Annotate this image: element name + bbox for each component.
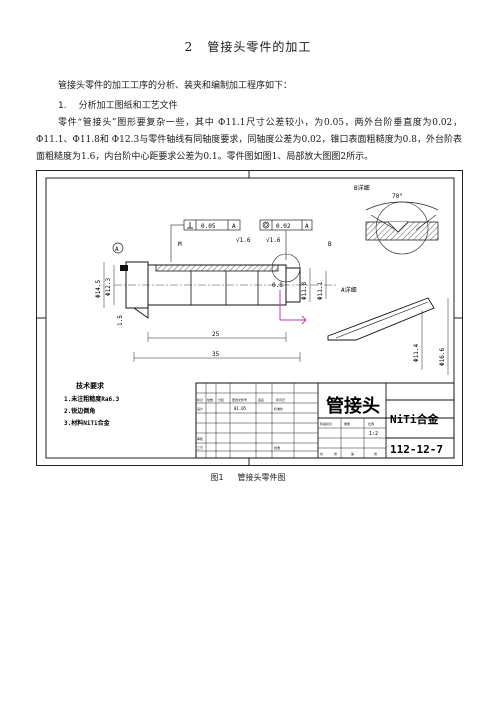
tol-perp-datum: A [232, 223, 236, 230]
tb-label-sheet: 张 [374, 451, 377, 456]
datum-a-letter: A [115, 246, 119, 253]
tb-label-sheets: 张 [334, 451, 337, 456]
tol-perp-value: 0.05 [201, 223, 216, 230]
engineering-drawing: B详细 70° 0.05 A 0.02 A A M B √1.6 √1.6 [36, 170, 463, 466]
dim-small: 1.5 [117, 315, 124, 326]
tb-label-total: 共 [320, 451, 323, 456]
perpendicularity-frame: 0.05 A [183, 219, 241, 231]
part-main-view: 0.8 [114, 253, 336, 325]
tb-label-marker: 标记 [197, 397, 203, 402]
label-m: M [178, 241, 182, 248]
section-number: 1. [58, 101, 67, 111]
tb-label-date: 年月日 [276, 397, 285, 402]
heading-title: 管接头零件的加工 [207, 40, 312, 54]
figure-title: 管接头零件图 [237, 473, 286, 482]
dim-detail-2: Φ16.6 [439, 348, 446, 366]
dim-right-2: Φ11.1 [317, 282, 324, 300]
tb-label-weight: 重量 [344, 421, 350, 426]
intro-text: 管接头零件的加工工序的分析、装夹和编制加工程序如下： [58, 81, 293, 91]
tb-label-review: 审核 [197, 436, 203, 441]
tb-label-no: 第 [351, 451, 354, 456]
tech-req-2: 2.锐边倒角 [64, 407, 95, 415]
tb-design-date: 01.05 [234, 406, 247, 411]
tb-label-design: 设计 [197, 406, 203, 411]
title-block [195, 382, 455, 459]
tb-label-approve: 批准 [274, 445, 280, 450]
tb-material: NiTi合金 [390, 412, 439, 426]
tb-label-process: 工艺 [197, 445, 203, 450]
coaxiality-frame: 0.02 A [259, 219, 313, 231]
tech-req-3: 3.材料NiTi合金 [64, 419, 111, 427]
tol-coax-value: 0.02 [276, 223, 291, 230]
tb-label-scale: 比例 [368, 421, 374, 426]
tb-label-zone: 分区 [218, 397, 224, 402]
detail-b-label: B详细 [354, 184, 370, 192]
label-b: B [328, 241, 332, 248]
figure-caption: 图1 管接头零件图 [0, 472, 496, 483]
tb-label-sign: 签名 [258, 397, 264, 402]
section-title: 分析加工图纸和工艺文件 [78, 101, 178, 111]
dim-left-2: Φ12.3 [105, 278, 112, 296]
detail-a-profile [327, 297, 435, 341]
tb-label-change-doc: 更改文件号 [232, 397, 247, 402]
dim-length-25: 25 [212, 331, 220, 338]
tb-drawing-number: 112-12-7 [390, 443, 443, 456]
tol-coax-datum: A [305, 223, 309, 230]
tech-title: 技术要求 [76, 381, 105, 390]
heading-number: 2 [184, 40, 194, 54]
detail-b-angle: 70° [392, 193, 403, 200]
roughness-2: √1.6 [266, 237, 281, 244]
datum-a-marker [112, 242, 124, 254]
page-heading: 2 管接头零件的加工 [0, 38, 496, 55]
dim-left-1: Φ14.5 [95, 280, 102, 298]
tb-label-count: 处数 [207, 397, 213, 402]
tb-label-standard: 标准化 [274, 406, 283, 411]
roughness-1: √1.6 [236, 237, 251, 244]
detail-b-arc [365, 201, 439, 211]
dim-right-1: Φ11.8 [301, 282, 308, 300]
tb-part-name: 管接头 [326, 395, 380, 417]
body-paragraph: 零件“管接头”图形要复杂一些，其中 Φ11.1尺寸公差较小，为0.05，两外台阶… [36, 118, 462, 162]
tb-scale-value: 1:2 [369, 431, 378, 437]
detail-a-label: A详细 [341, 286, 357, 294]
tech-req-1: 1.未注粗糙度Ra6.3 [64, 395, 120, 403]
dim-length-35: 35 [212, 351, 220, 358]
figure-number: 图1 [210, 473, 224, 482]
section-heading: 1. 分析加工图纸和工艺文件 [58, 98, 178, 111]
dim-detail-1: Φ11.4 [413, 344, 420, 362]
tb-label-stage: 阶段标记 [320, 421, 332, 426]
roughness-3: 0.8 [272, 282, 283, 289]
